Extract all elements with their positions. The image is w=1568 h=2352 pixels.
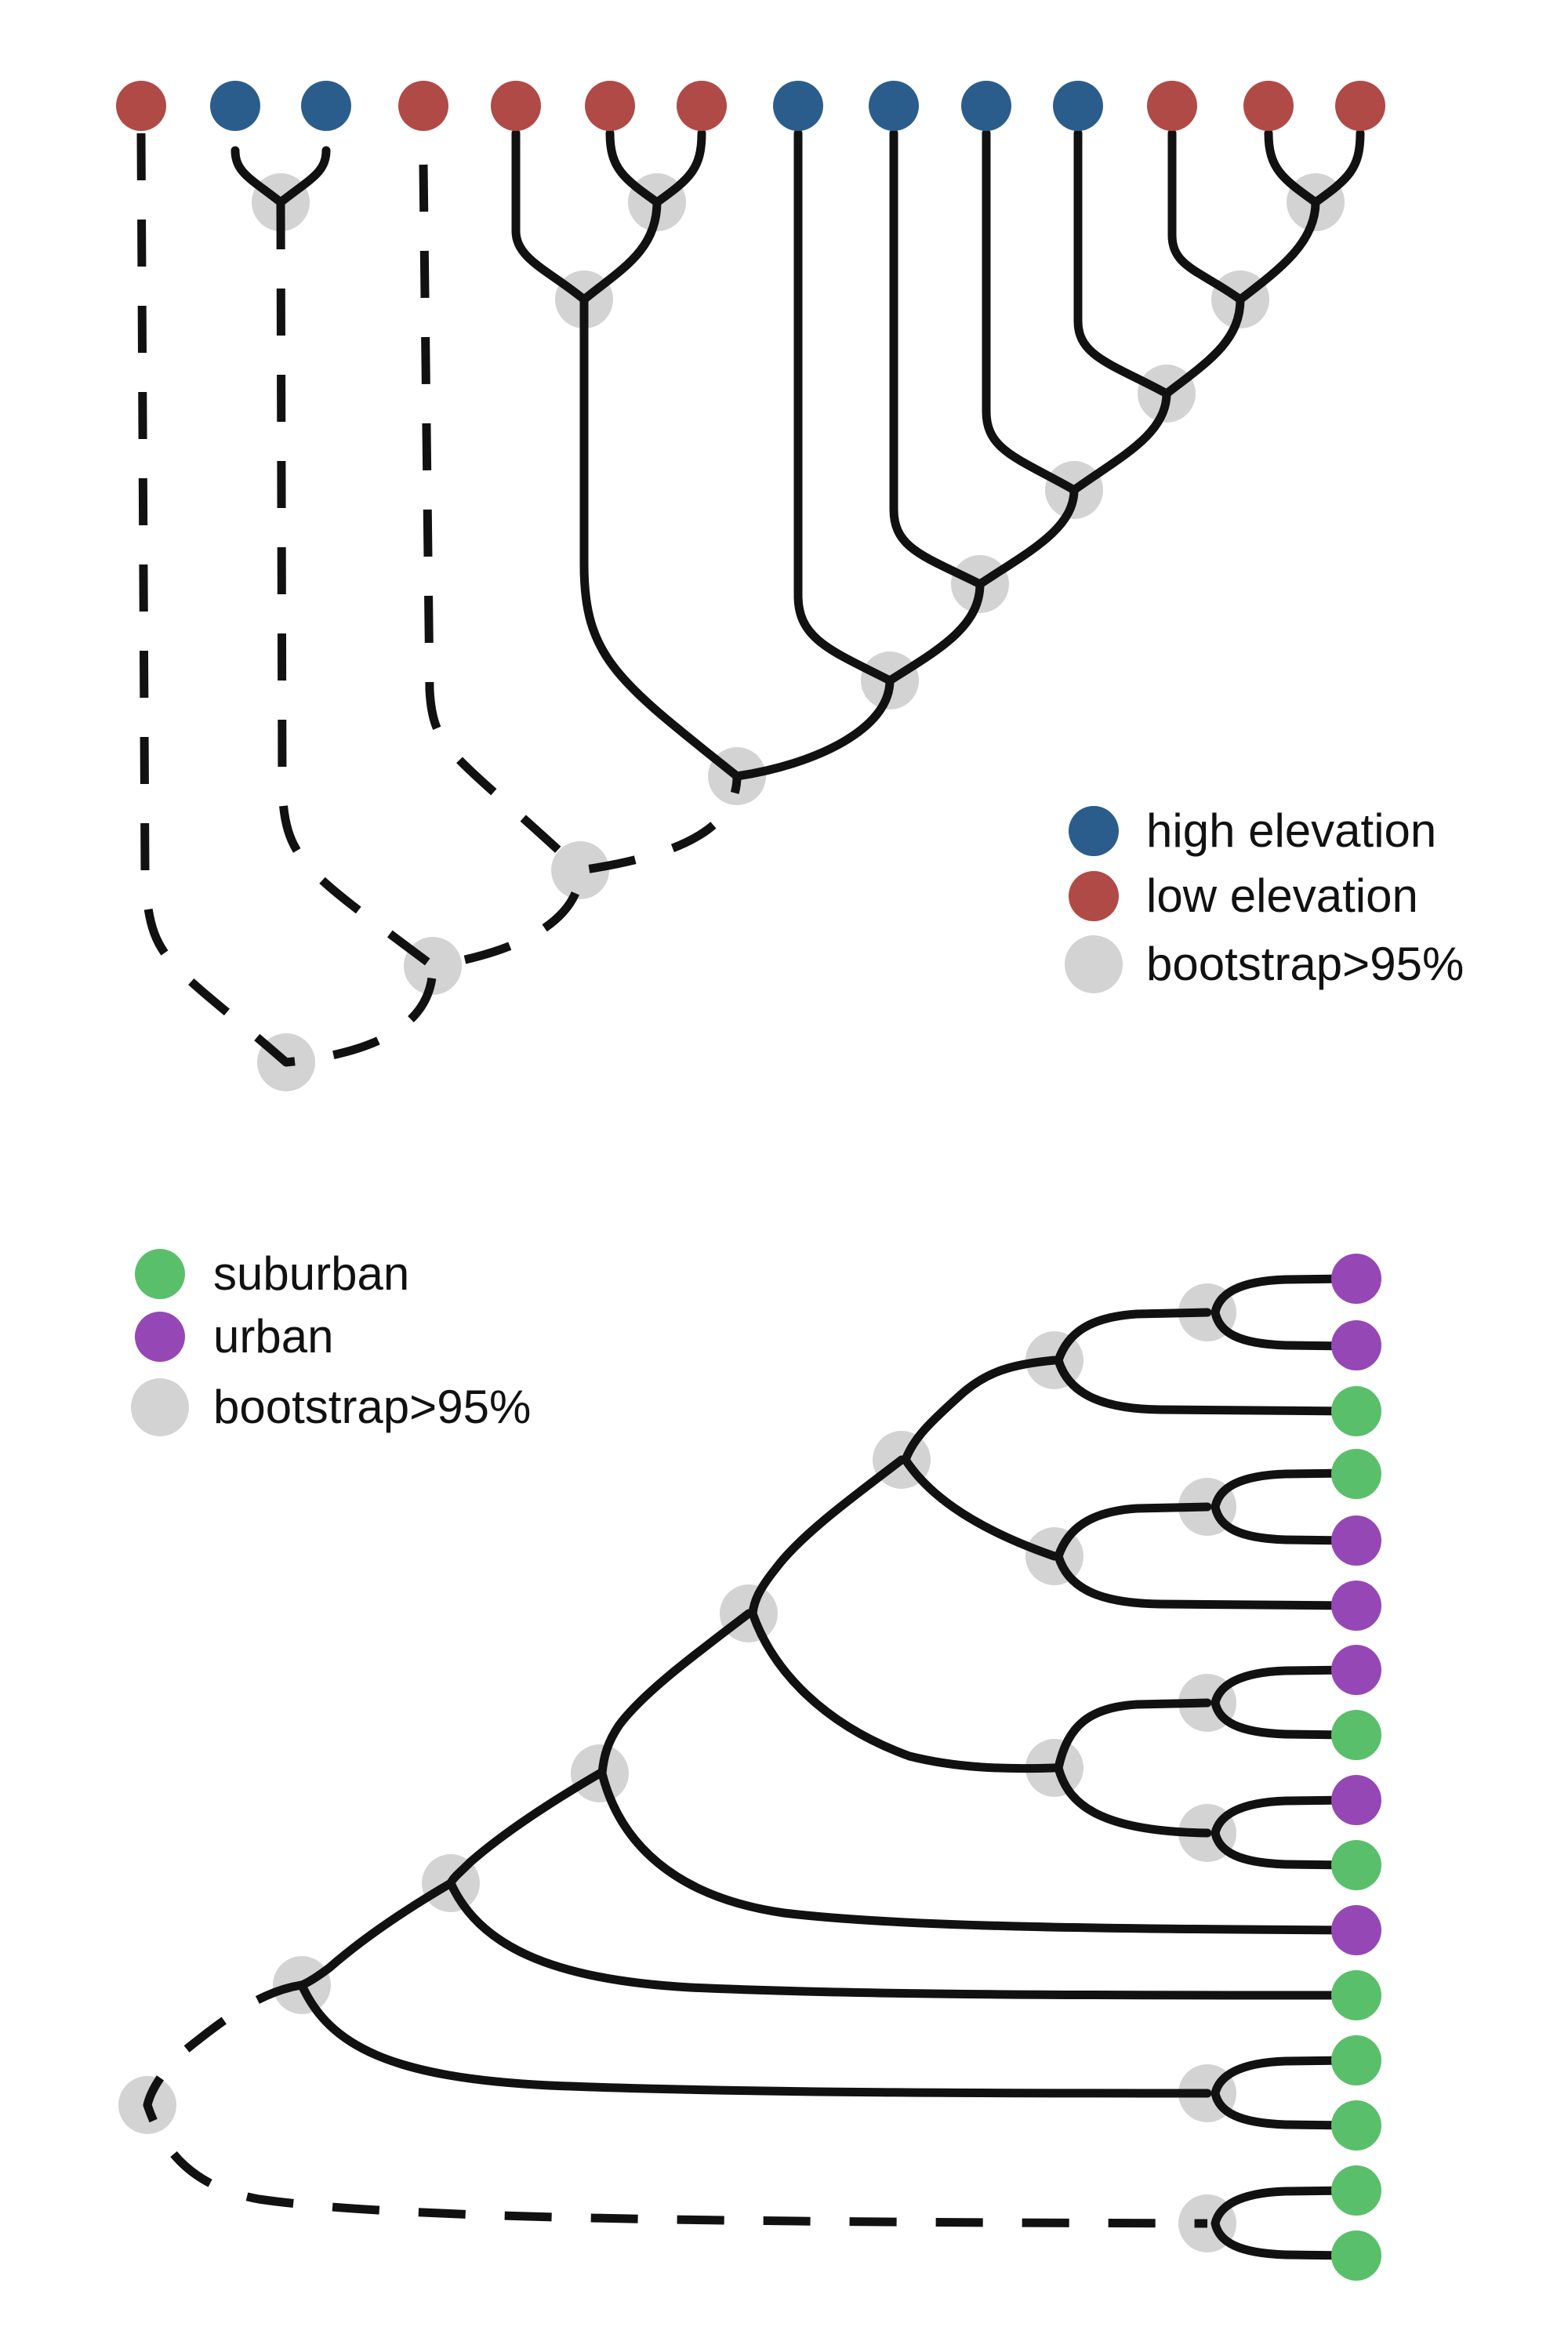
tip-marker-bottom [1331,1970,1381,2020]
tree-edge [1210,1274,1353,1351]
tree-edge [446,1769,1353,2000]
top-legend: high elevation low elevation bootstrap>9… [1065,804,1464,993]
tip-marker-top [1243,81,1294,131]
tip-marker-bottom [1331,1386,1381,1436]
tip-marker-top [1147,81,1197,131]
tip-marker-top [677,81,727,131]
legend-label-urban: urban [213,1310,333,1363]
tip-marker-bottom [1331,1320,1381,1370]
tree-edge [901,1356,1059,1561]
tip-marker-top [398,81,448,131]
tree-edge [579,295,895,781]
tip-marker-bottom [1331,1449,1381,1499]
tip-marker-top [116,81,166,131]
tip-marker-bottom [1331,1775,1381,1825]
tip-marker-bottom [1331,2230,1381,2281]
legend-label-bootstrap: bootstrap>95% [1146,938,1464,990]
legend-swatch-suburban [135,1249,185,1299]
tip-marker-top [773,81,823,131]
tree-edge [1210,1468,1353,1545]
tip-marker-bottom [1331,1581,1381,1631]
tree-edge [748,1455,1059,1773]
tree-edge-dashed [276,201,585,971]
legend-label-low: low elevation [1146,869,1418,922]
tree-edge [297,1878,1212,2098]
tip-marker-top [961,81,1011,131]
tip-marker-bottom [1331,2035,1381,2085]
legend-swatch-low [1069,871,1119,921]
tree-edge [1210,2056,1353,2130]
top-tip-markers [116,81,1385,131]
bottom-tree-edges [143,1274,1353,2260]
tree-edge [793,129,985,685]
tree-edge-dashed [136,132,437,1067]
tip-marker-bottom [1331,2165,1381,2216]
tree-edge [597,1609,1353,1935]
tip-marker-top [1335,81,1385,131]
tree-edge-dashed [143,1980,1208,2228]
tip-marker-top [1053,81,1103,131]
tip-marker-top [491,81,541,131]
bottom-legend: suburban urban bootstrap>95% [131,1247,531,1436]
tip-marker-bottom [1331,1905,1381,1955]
legend-label-bootstrap: bootstrap>95% [213,1381,531,1433]
legend-label-suburban: suburban [213,1247,409,1300]
tip-marker-bottom [1331,1840,1381,1890]
legend-swatch-bootstrap [1065,935,1123,993]
tree-edge [1073,129,1245,398]
legend-swatch-urban [135,1312,185,1362]
top-tree: high elevation low elevation bootstrap>9… [116,81,1464,1091]
bottom-tree: suburban urban bootstrap>95% [118,1247,1381,2281]
bootstrap-marker [551,841,609,899]
tip-marker-bottom [1331,1515,1381,1566]
legend-swatch-high [1069,806,1119,856]
tip-marker-bottom [1331,1254,1381,1304]
tree-edge [1210,1795,1353,1870]
legend-swatch-bootstrap [131,1378,189,1436]
tip-marker-bottom [1331,1710,1381,1760]
tip-marker-top [301,81,351,131]
tip-marker-top [210,81,260,131]
tip-marker-bottom [1331,2100,1381,2151]
tip-marker-bottom [1331,1645,1381,1695]
legend-label-high: high elevation [1146,804,1436,857]
tip-marker-top [585,81,635,131]
bottom-tip-markers [1331,1254,1381,2281]
top-tree-edges [136,129,1365,1067]
tip-marker-top [869,81,919,131]
tree-edge [1210,2186,1353,2260]
tree-edge [1210,1665,1353,1740]
